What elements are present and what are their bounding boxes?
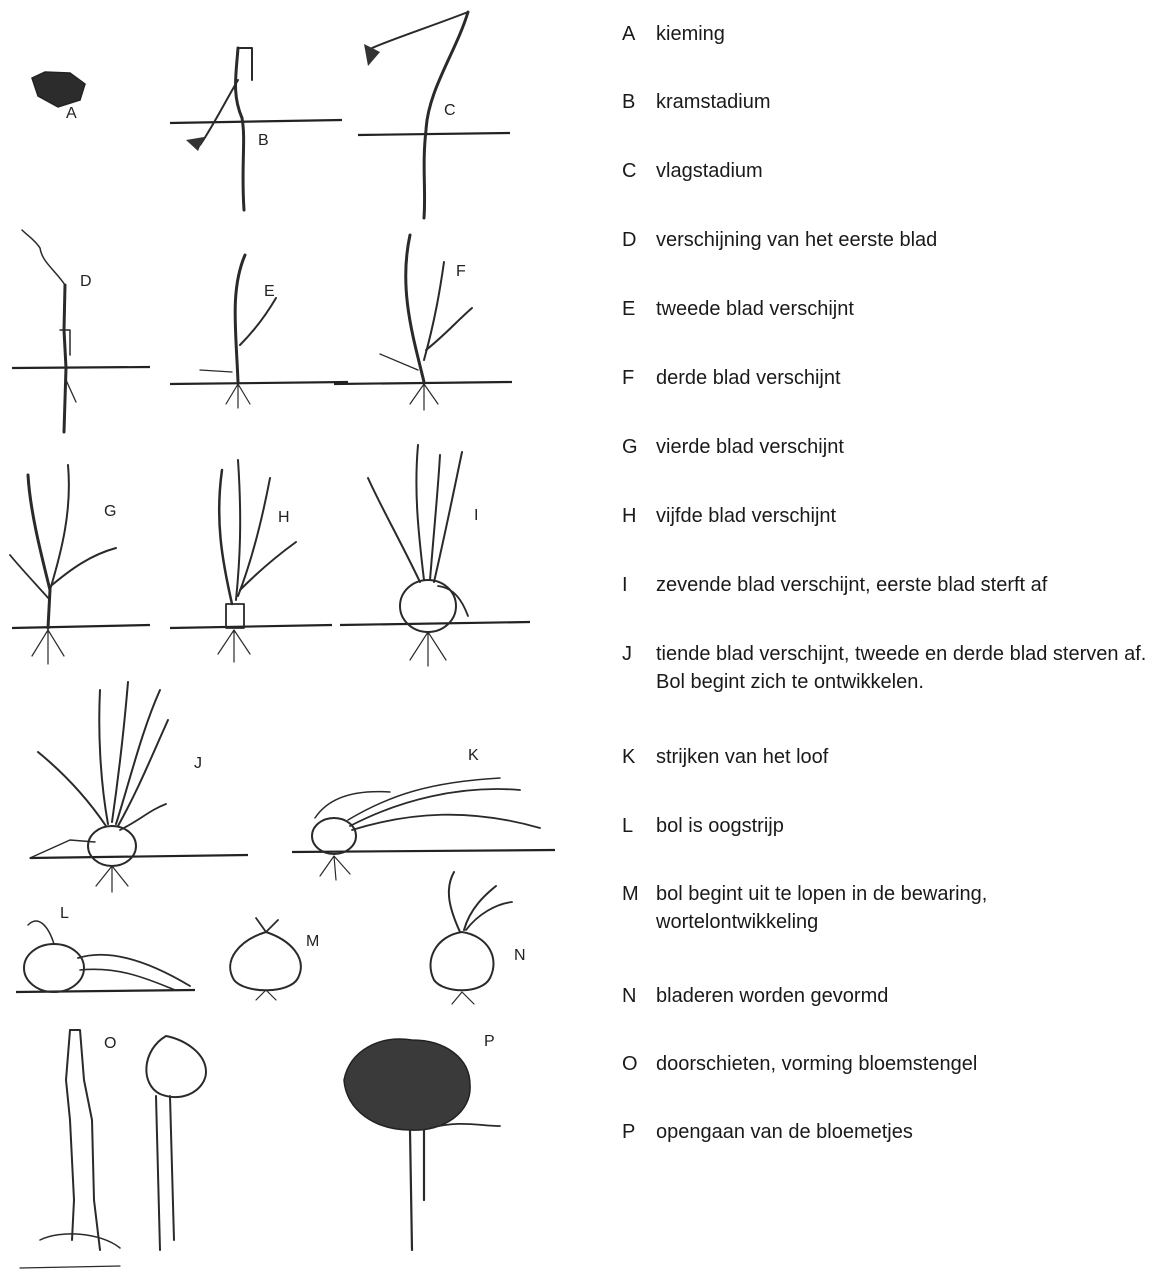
stage-i-drawing: I bbox=[340, 445, 530, 666]
stage-e-label: E bbox=[264, 283, 275, 300]
legend-letter: F bbox=[622, 364, 646, 392]
stage-n-label: N bbox=[514, 947, 526, 964]
legend-text: kieming bbox=[656, 20, 1151, 48]
stage-a-drawing: A bbox=[32, 72, 85, 122]
growth-stage-drawings: A B C D E bbox=[0, 0, 610, 1275]
legend-letter: A bbox=[622, 20, 646, 48]
stage-j-drawing: J bbox=[30, 682, 248, 892]
stage-n-drawing: N bbox=[430, 872, 525, 1004]
stage-c-drawing: C bbox=[358, 12, 510, 218]
stage-l-drawing: L bbox=[16, 905, 195, 992]
legend-text: tweede blad verschijnt bbox=[656, 295, 1151, 323]
stage-i-label: I bbox=[474, 507, 478, 524]
legend-text: strijken van het loof bbox=[656, 743, 1151, 771]
legend-text: opengaan van de bloemetjes bbox=[656, 1118, 1151, 1146]
legend-text: vijfde blad verschijnt bbox=[656, 502, 1151, 530]
legend-text: doorschieten, vorming bloemstengel bbox=[656, 1050, 1151, 1078]
stage-f-label: F bbox=[456, 263, 466, 280]
legend-letter: E bbox=[622, 295, 646, 323]
legend-letter: M bbox=[622, 880, 646, 908]
legend-letter: L bbox=[622, 812, 646, 840]
legend-text: bol is oogstrijp bbox=[656, 812, 1151, 840]
stage-p-label: P bbox=[484, 1033, 495, 1050]
legend-letter: N bbox=[622, 982, 646, 1010]
legend-letter: K bbox=[622, 743, 646, 771]
stage-f-drawing: F bbox=[334, 235, 512, 410]
legend-letter: O bbox=[622, 1050, 646, 1078]
legend-text: zevende blad verschijnt, eerste blad ste… bbox=[656, 571, 1151, 599]
legend-text: verschijning van het eerste blad bbox=[656, 226, 1151, 254]
stage-b-drawing: B bbox=[170, 48, 342, 210]
stage-j-label: J bbox=[194, 755, 202, 772]
legend-text: vierde blad verschijnt bbox=[656, 433, 1151, 461]
legend-letter: C bbox=[622, 157, 646, 185]
stage-a-label: A bbox=[66, 105, 77, 122]
stage-l-label: L bbox=[60, 905, 69, 922]
legend-letter: B bbox=[622, 88, 646, 116]
stage-b-label: B bbox=[258, 132, 269, 149]
stage-c-label: C bbox=[444, 102, 456, 119]
stage-g-label: G bbox=[104, 503, 116, 520]
legend-letter: H bbox=[622, 502, 646, 530]
legend-text: bladeren worden gevormd bbox=[656, 982, 1151, 1010]
legend-letter: D bbox=[622, 226, 646, 254]
legend-text: vlagstadium bbox=[656, 157, 1151, 185]
stage-p-drawing: P bbox=[344, 1033, 500, 1250]
legend-text: bol begint uit te lopen in de bewaring, … bbox=[656, 880, 1151, 936]
legend-letter: P bbox=[622, 1118, 646, 1146]
stage-g-drawing: G bbox=[10, 465, 150, 664]
stage-k-label: K bbox=[468, 747, 479, 764]
legend-text: derde blad verschijnt bbox=[656, 364, 1151, 392]
stage-d-drawing: D bbox=[12, 230, 150, 432]
legend-text: tiende blad verschijnt, tweede en derde … bbox=[656, 640, 1151, 696]
legend-text: kramstadium bbox=[656, 88, 1151, 116]
stage-o-drawing: O bbox=[20, 1030, 206, 1268]
legend-letter: I bbox=[622, 571, 646, 599]
stage-h-drawing: H bbox=[170, 460, 332, 662]
stage-h-label: H bbox=[278, 509, 290, 526]
stage-m-drawing: M bbox=[230, 918, 319, 1000]
legend-letter: J bbox=[622, 640, 646, 668]
stage-d-label: D bbox=[80, 273, 92, 290]
stage-k-drawing: K bbox=[292, 747, 555, 880]
stage-o-label: O bbox=[104, 1035, 116, 1052]
stage-m-label: M bbox=[306, 933, 319, 950]
stage-e-drawing: E bbox=[170, 255, 348, 408]
legend-letter: G bbox=[622, 433, 646, 461]
